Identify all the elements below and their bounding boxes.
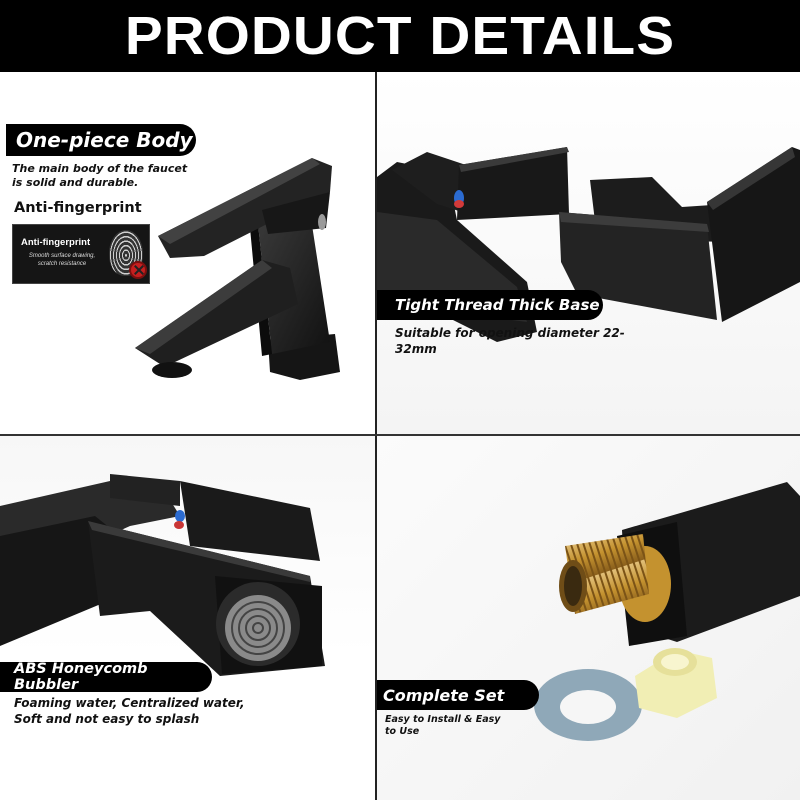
feature-label: Complete Set bbox=[377, 680, 539, 710]
vertical-divider bbox=[375, 72, 377, 800]
panel-one-piece-body: One-piece Body The main body of the fauc… bbox=[0, 72, 375, 434]
faucet-image bbox=[135, 158, 340, 380]
feature-caption: Easy to Install & Easy to Use bbox=[385, 714, 501, 738]
panel-honeycomb-bubbler: ABS Honeycomb Bubbler Foaming water, Cen… bbox=[0, 436, 375, 800]
horizontal-divider bbox=[0, 434, 800, 436]
faucet-aerator-image bbox=[0, 474, 325, 676]
no-symbol-icon bbox=[129, 261, 147, 279]
feature-caption: The main body of the faucet is solid and… bbox=[12, 162, 188, 190]
panel-complete-set: Complete Set Easy to Install & Easy to U… bbox=[377, 436, 800, 800]
anti-fingerprint-card-title: Anti-fingerprint bbox=[21, 237, 91, 248]
feature-caption: Suitable for opening diameter 22-32mm bbox=[395, 326, 625, 356]
header-banner: PRODUCT DETAILS bbox=[0, 0, 800, 72]
panel-tight-thread: Tight Thread Thick Base Suitable for ope… bbox=[377, 72, 800, 434]
anti-fingerprint-title: Anti-fingerprint bbox=[14, 200, 142, 216]
anti-fingerprint-card: Anti-fingerprint Smooth surface drawing,… bbox=[12, 224, 150, 284]
page-title: PRODUCT DETAILS bbox=[124, 6, 676, 66]
installation-parts-image bbox=[534, 482, 800, 741]
feature-label: One-piece Body bbox=[6, 124, 196, 156]
anti-fingerprint-card-subtitle: Smooth surface drawing, scratch resistan… bbox=[28, 253, 96, 268]
feature-label: Tight Thread Thick Base bbox=[377, 290, 603, 320]
faucet-handle-image bbox=[377, 147, 800, 342]
feature-caption: Foaming water, Centralized water, Soft a… bbox=[14, 696, 245, 726]
feature-label: ABS Honeycomb Bubbler bbox=[0, 661, 212, 693]
